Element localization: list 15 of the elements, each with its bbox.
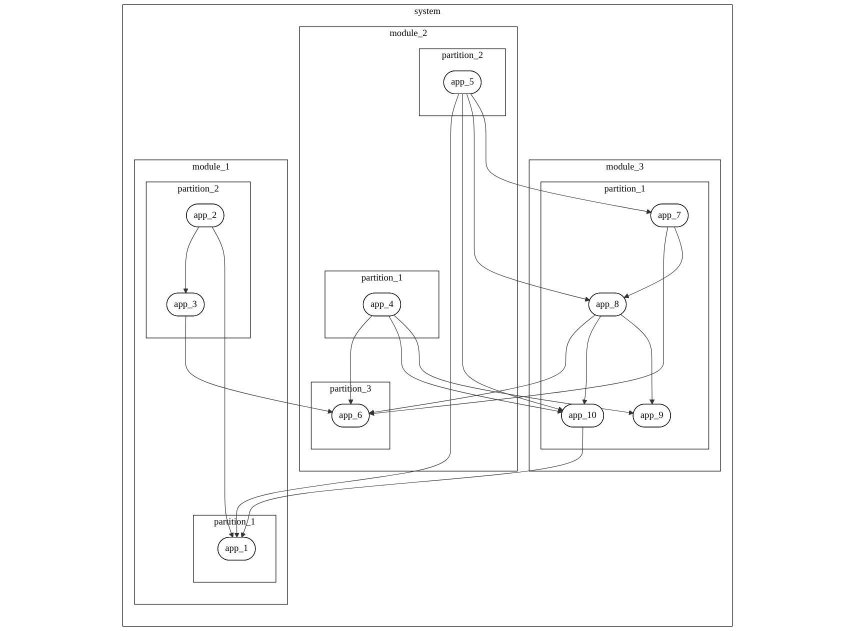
arrow	[183, 226, 200, 294]
arrow	[394, 315, 634, 416]
arrow	[240, 427, 584, 538]
arrow	[466, 94, 590, 302]
arrow	[624, 226, 683, 298]
arrow	[620, 314, 655, 405]
arrow	[234, 94, 460, 538]
arrow	[462, 94, 564, 412]
arrow	[185, 316, 333, 414]
arrow	[212, 226, 234, 538]
arrow	[388, 316, 563, 414]
arrow	[369, 226, 668, 416]
arrow	[470, 94, 652, 214]
arrow	[582, 316, 601, 405]
arrow	[369, 314, 596, 415]
